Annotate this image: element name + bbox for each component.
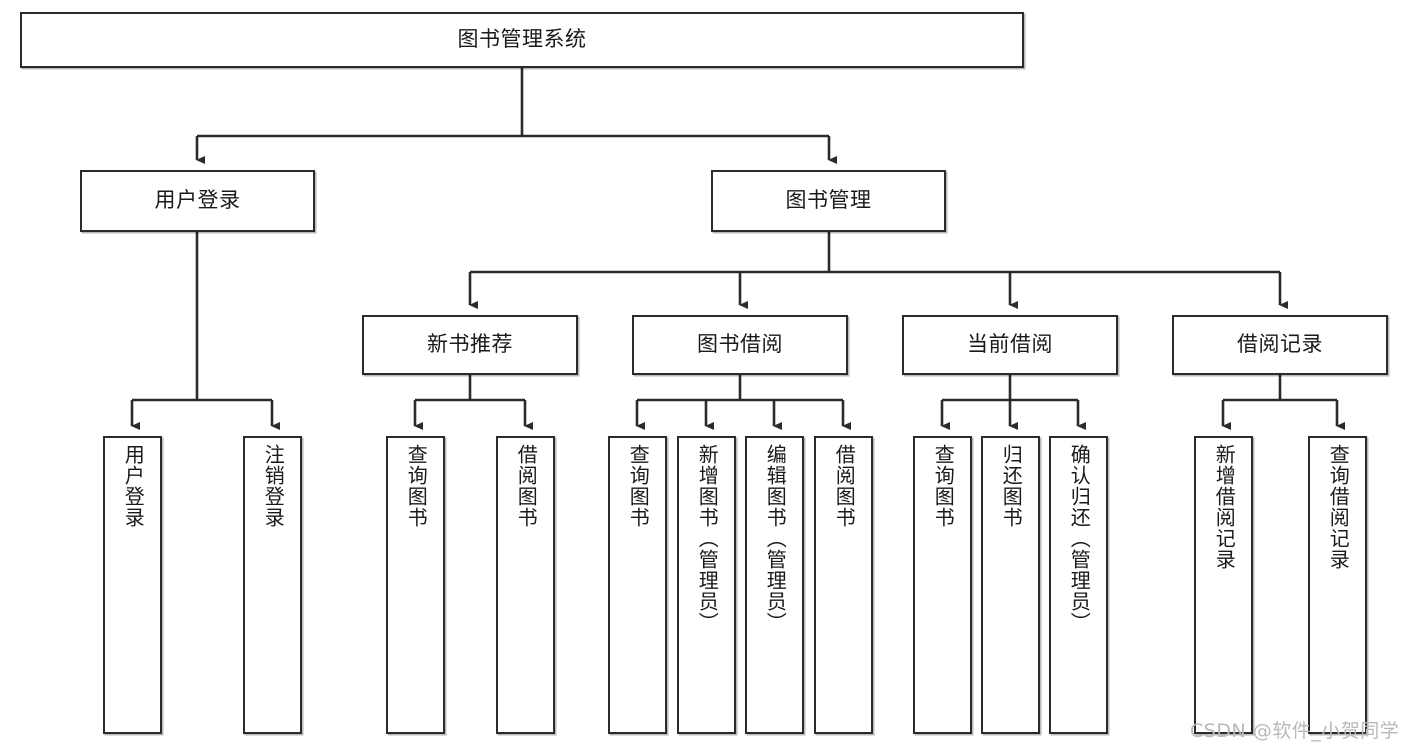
- leaf-new-book-query[interactable]: 查询图书: [386, 436, 445, 734]
- leaf-current-borrow-query-label: 查询图书: [931, 444, 956, 528]
- leaf-book-borrow-query-label: 查询图书: [626, 444, 651, 528]
- node-root-system[interactable]: 图书管理系统: [20, 12, 1024, 68]
- leaf-new-book-borrow[interactable]: 借阅图书: [496, 436, 555, 734]
- leaf-book-borrow-borrow[interactable]: 借阅图书: [814, 436, 873, 734]
- node-book-management[interactable]: 图书管理: [711, 170, 946, 232]
- node-new-book-recommend-label: 新书推荐: [427, 332, 513, 357]
- leaf-current-borrow-confirm-return-label: 确认归还（管理员）: [1067, 444, 1092, 633]
- leaf-book-borrow-query[interactable]: 查询图书: [608, 436, 667, 734]
- node-user-login-label: 用户登录: [154, 188, 241, 213]
- leaf-book-borrow-add-label: 新增图书（管理员）: [695, 444, 720, 633]
- leaf-user-login-logout-label: 注销登录: [261, 444, 286, 528]
- leaf-new-book-query-label: 查询图书: [404, 444, 429, 528]
- leaf-user-login-login-label: 用户登录: [121, 444, 146, 528]
- csdn-watermark: CSDN @软件_小贺同学: [1190, 720, 1400, 742]
- node-current-borrow-label: 当前借阅: [967, 332, 1053, 357]
- leaf-current-borrow-confirm-return[interactable]: 确认归还（管理员）: [1049, 436, 1108, 734]
- node-book-borrow-label: 图书借阅: [697, 332, 783, 357]
- leaf-current-borrow-return[interactable]: 归还图书: [981, 436, 1040, 734]
- node-user-login[interactable]: 用户登录: [80, 170, 315, 232]
- node-root-system-label: 图书管理系统: [457, 27, 587, 52]
- node-book-borrow[interactable]: 图书借阅: [632, 315, 848, 375]
- node-current-borrow[interactable]: 当前借阅: [902, 315, 1118, 375]
- leaf-new-book-borrow-label: 借阅图书: [514, 444, 539, 528]
- leaf-book-borrow-edit[interactable]: 编辑图书（管理员）: [745, 436, 804, 734]
- leaf-current-borrow-query[interactable]: 查询图书: [913, 436, 972, 734]
- node-borrow-record-label: 借阅记录: [1237, 332, 1323, 357]
- leaf-borrow-record-add[interactable]: 新增借阅记录: [1194, 436, 1253, 734]
- node-borrow-record[interactable]: 借阅记录: [1172, 315, 1388, 375]
- leaf-user-login-logout[interactable]: 注销登录: [243, 436, 302, 734]
- leaf-current-borrow-return-label: 归还图书: [999, 444, 1024, 528]
- leaf-user-login-login[interactable]: 用户登录: [103, 436, 162, 734]
- leaf-book-borrow-borrow-label: 借阅图书: [832, 444, 857, 528]
- node-book-management-label: 图书管理: [785, 188, 872, 213]
- leaf-book-borrow-add[interactable]: 新增图书（管理员）: [677, 436, 736, 734]
- leaf-borrow-record-query-label: 查询借阅记录: [1326, 444, 1351, 570]
- leaf-borrow-record-add-label: 新增借阅记录: [1212, 444, 1237, 570]
- leaf-borrow-record-query[interactable]: 查询借阅记录: [1308, 436, 1367, 734]
- node-new-book-recommend[interactable]: 新书推荐: [362, 315, 578, 375]
- leaf-book-borrow-edit-label: 编辑图书（管理员）: [763, 444, 788, 633]
